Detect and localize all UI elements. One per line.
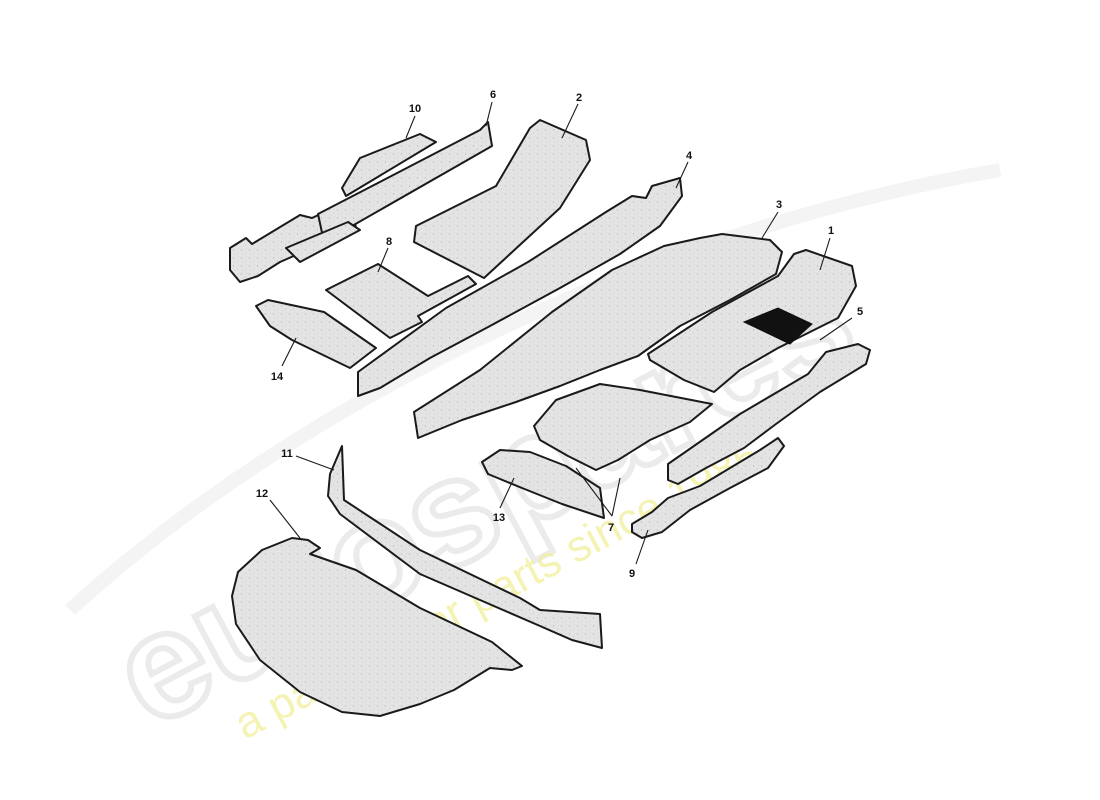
callout-labels: 10 6 2 4 3 1 5 8 14 11 12 13 7 9 (256, 89, 863, 580)
callout-7: 7 (608, 522, 614, 534)
leader-6 (485, 101, 493, 127)
leader-lines (269, 101, 853, 565)
callout-3: 3 (776, 199, 782, 211)
part-6-tail (285, 221, 361, 263)
part-14 (255, 299, 377, 369)
watermark-swoosh (65, 163, 1002, 616)
callout-5: 5 (857, 306, 863, 318)
leader-8 (377, 247, 389, 273)
part-8 (325, 263, 477, 339)
leader-9 (635, 529, 649, 565)
leader-12 (269, 499, 301, 539)
leader-11 (295, 455, 335, 471)
leader-10 (405, 115, 416, 139)
leader-14 (281, 337, 297, 367)
callout-14: 14 (271, 371, 284, 383)
leader-3 (761, 211, 779, 239)
callout-9: 9 (629, 568, 635, 580)
callout-11: 11 (281, 448, 293, 460)
part-7 (533, 383, 713, 471)
leader-13 (499, 477, 515, 509)
part-4 (357, 177, 683, 397)
leader-1 (819, 237, 831, 271)
part-10 (341, 133, 437, 197)
part-5 (667, 343, 871, 485)
callout-12: 12 (256, 488, 268, 500)
leader-5 (819, 317, 853, 341)
callout-13: 13 (493, 512, 505, 524)
part-2 (413, 119, 591, 279)
leader-7a (611, 477, 621, 517)
callout-2: 2 (576, 92, 582, 104)
leader-2 (561, 103, 579, 139)
parts (229, 119, 871, 717)
part-12 (231, 537, 523, 717)
part-3 (413, 233, 783, 439)
callout-6: 6 (490, 89, 496, 101)
part-11 (327, 445, 603, 649)
callout-4: 4 (686, 150, 693, 162)
callout-10: 10 (409, 103, 421, 115)
callout-1: 1 (828, 225, 834, 237)
cutout-black (742, 307, 813, 345)
leader-7b (575, 467, 613, 517)
callout-8: 8 (386, 236, 392, 248)
leader-4 (675, 161, 689, 189)
